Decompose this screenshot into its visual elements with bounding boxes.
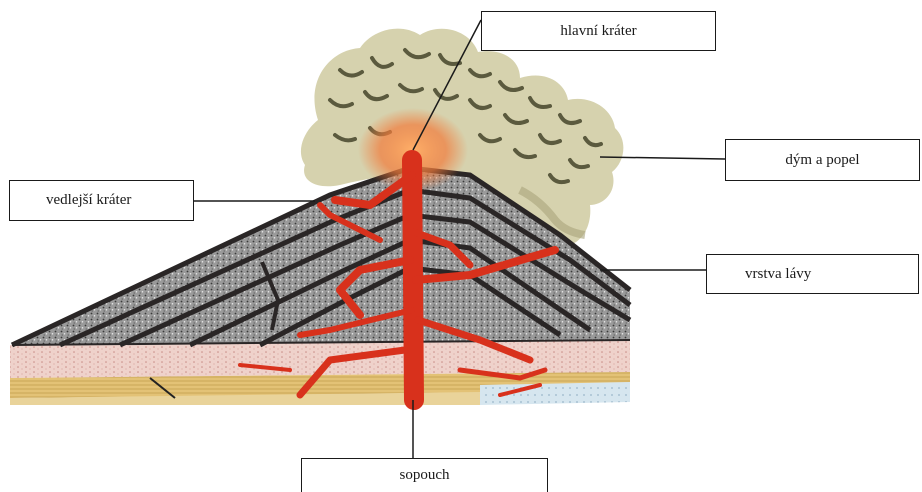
label-side-crater: vedlejší kráter (9, 180, 194, 221)
label-smoke-and-ash: dým a popel (725, 139, 920, 181)
label-lava-layer: vrstva lávy (706, 254, 919, 294)
label-conduit: sopouch (301, 458, 548, 492)
label-main-crater: hlavní kráter (481, 11, 716, 51)
